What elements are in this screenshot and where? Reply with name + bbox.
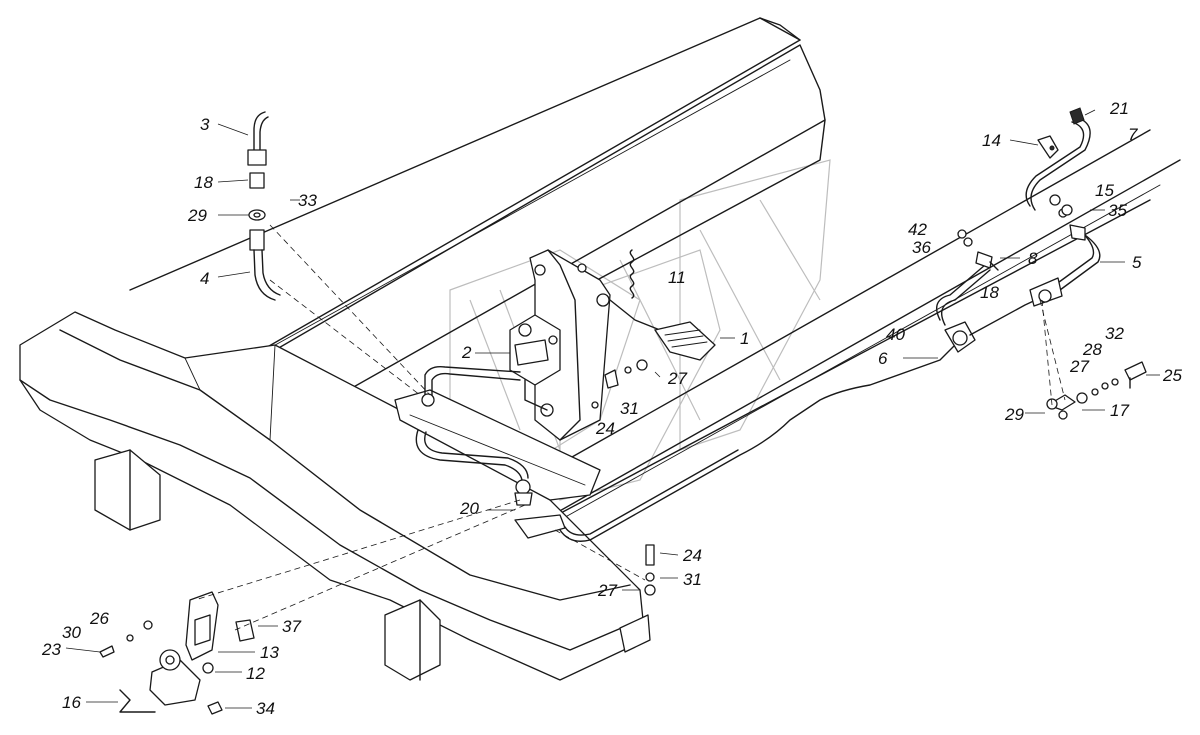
brake-valve <box>509 314 561 417</box>
callout-28: 28 <box>1082 340 1102 359</box>
callout-33: 33 <box>298 191 317 210</box>
pedal <box>609 299 716 361</box>
valve-pipes <box>415 365 533 506</box>
callout-6: 6 <box>878 349 888 368</box>
hose-5 <box>1029 224 1101 307</box>
callout-26: 26 <box>89 609 109 628</box>
clip-14 <box>1037 135 1059 159</box>
callout-34: 34 <box>256 699 275 718</box>
callout-16: 16 <box>62 693 81 712</box>
callout-4: 4 <box>200 269 209 288</box>
cross-member <box>19 311 651 681</box>
callout-27-center: 27 <box>667 369 687 388</box>
callout-labels: 1 2 3 4 5 6 7 8 11 12 13 14 15 16 17 18 … <box>41 99 1182 718</box>
callout-20: 20 <box>459 499 479 518</box>
frame-side-member-left <box>129 17 826 441</box>
fitting-column-left <box>247 111 281 301</box>
callout-36: 36 <box>912 238 931 257</box>
callout-3: 3 <box>200 115 210 134</box>
leader-lines <box>65 109 1160 709</box>
callout-31-lower: 31 <box>683 570 702 589</box>
pedal-bracket <box>394 249 611 501</box>
hose-7 <box>1025 107 1091 211</box>
fasteners-right <box>957 194 1147 420</box>
callout-15: 15 <box>1095 181 1114 200</box>
callout-17: 17 <box>1110 401 1129 420</box>
callout-18-right: 18 <box>980 283 999 302</box>
callout-32: 32 <box>1105 324 1124 343</box>
callout-8: 8 <box>1028 249 1038 268</box>
main-brake-line <box>514 339 961 542</box>
callout-18-left: 18 <box>194 173 213 192</box>
hose-8 <box>975 251 999 271</box>
callout-12: 12 <box>246 664 265 683</box>
callout-13: 13 <box>260 643 279 662</box>
callout-21: 21 <box>1109 99 1129 118</box>
callout-11: 11 <box>668 268 686 287</box>
callout-14: 14 <box>982 131 1001 150</box>
callout-40: 40 <box>886 325 905 344</box>
callout-35: 35 <box>1108 201 1127 220</box>
bolts-center <box>604 359 656 596</box>
return-spring <box>629 249 635 299</box>
callout-29-left: 29 <box>187 206 207 225</box>
callout-7: 7 <box>1128 125 1138 144</box>
callout-42: 42 <box>908 220 927 239</box>
callout-27-right: 27 <box>1069 357 1089 376</box>
alignment-lines <box>194 224 1066 631</box>
callout-5: 5 <box>1132 253 1142 272</box>
callout-2: 2 <box>461 343 472 362</box>
callout-24-lower: 24 <box>682 546 702 565</box>
callout-31-upper: 31 <box>620 399 639 418</box>
callout-25: 25 <box>1162 366 1182 385</box>
lower-left-valve <box>99 591 255 715</box>
callout-27-lower: 27 <box>597 581 617 600</box>
callout-30: 30 <box>62 623 81 642</box>
callout-29-right: 29 <box>1004 405 1024 424</box>
callout-37: 37 <box>282 617 301 636</box>
callout-23: 23 <box>41 640 61 659</box>
tee-fitting <box>936 264 1041 353</box>
callout-24-upper: 24 <box>595 419 615 438</box>
callout-1: 1 <box>740 329 749 348</box>
